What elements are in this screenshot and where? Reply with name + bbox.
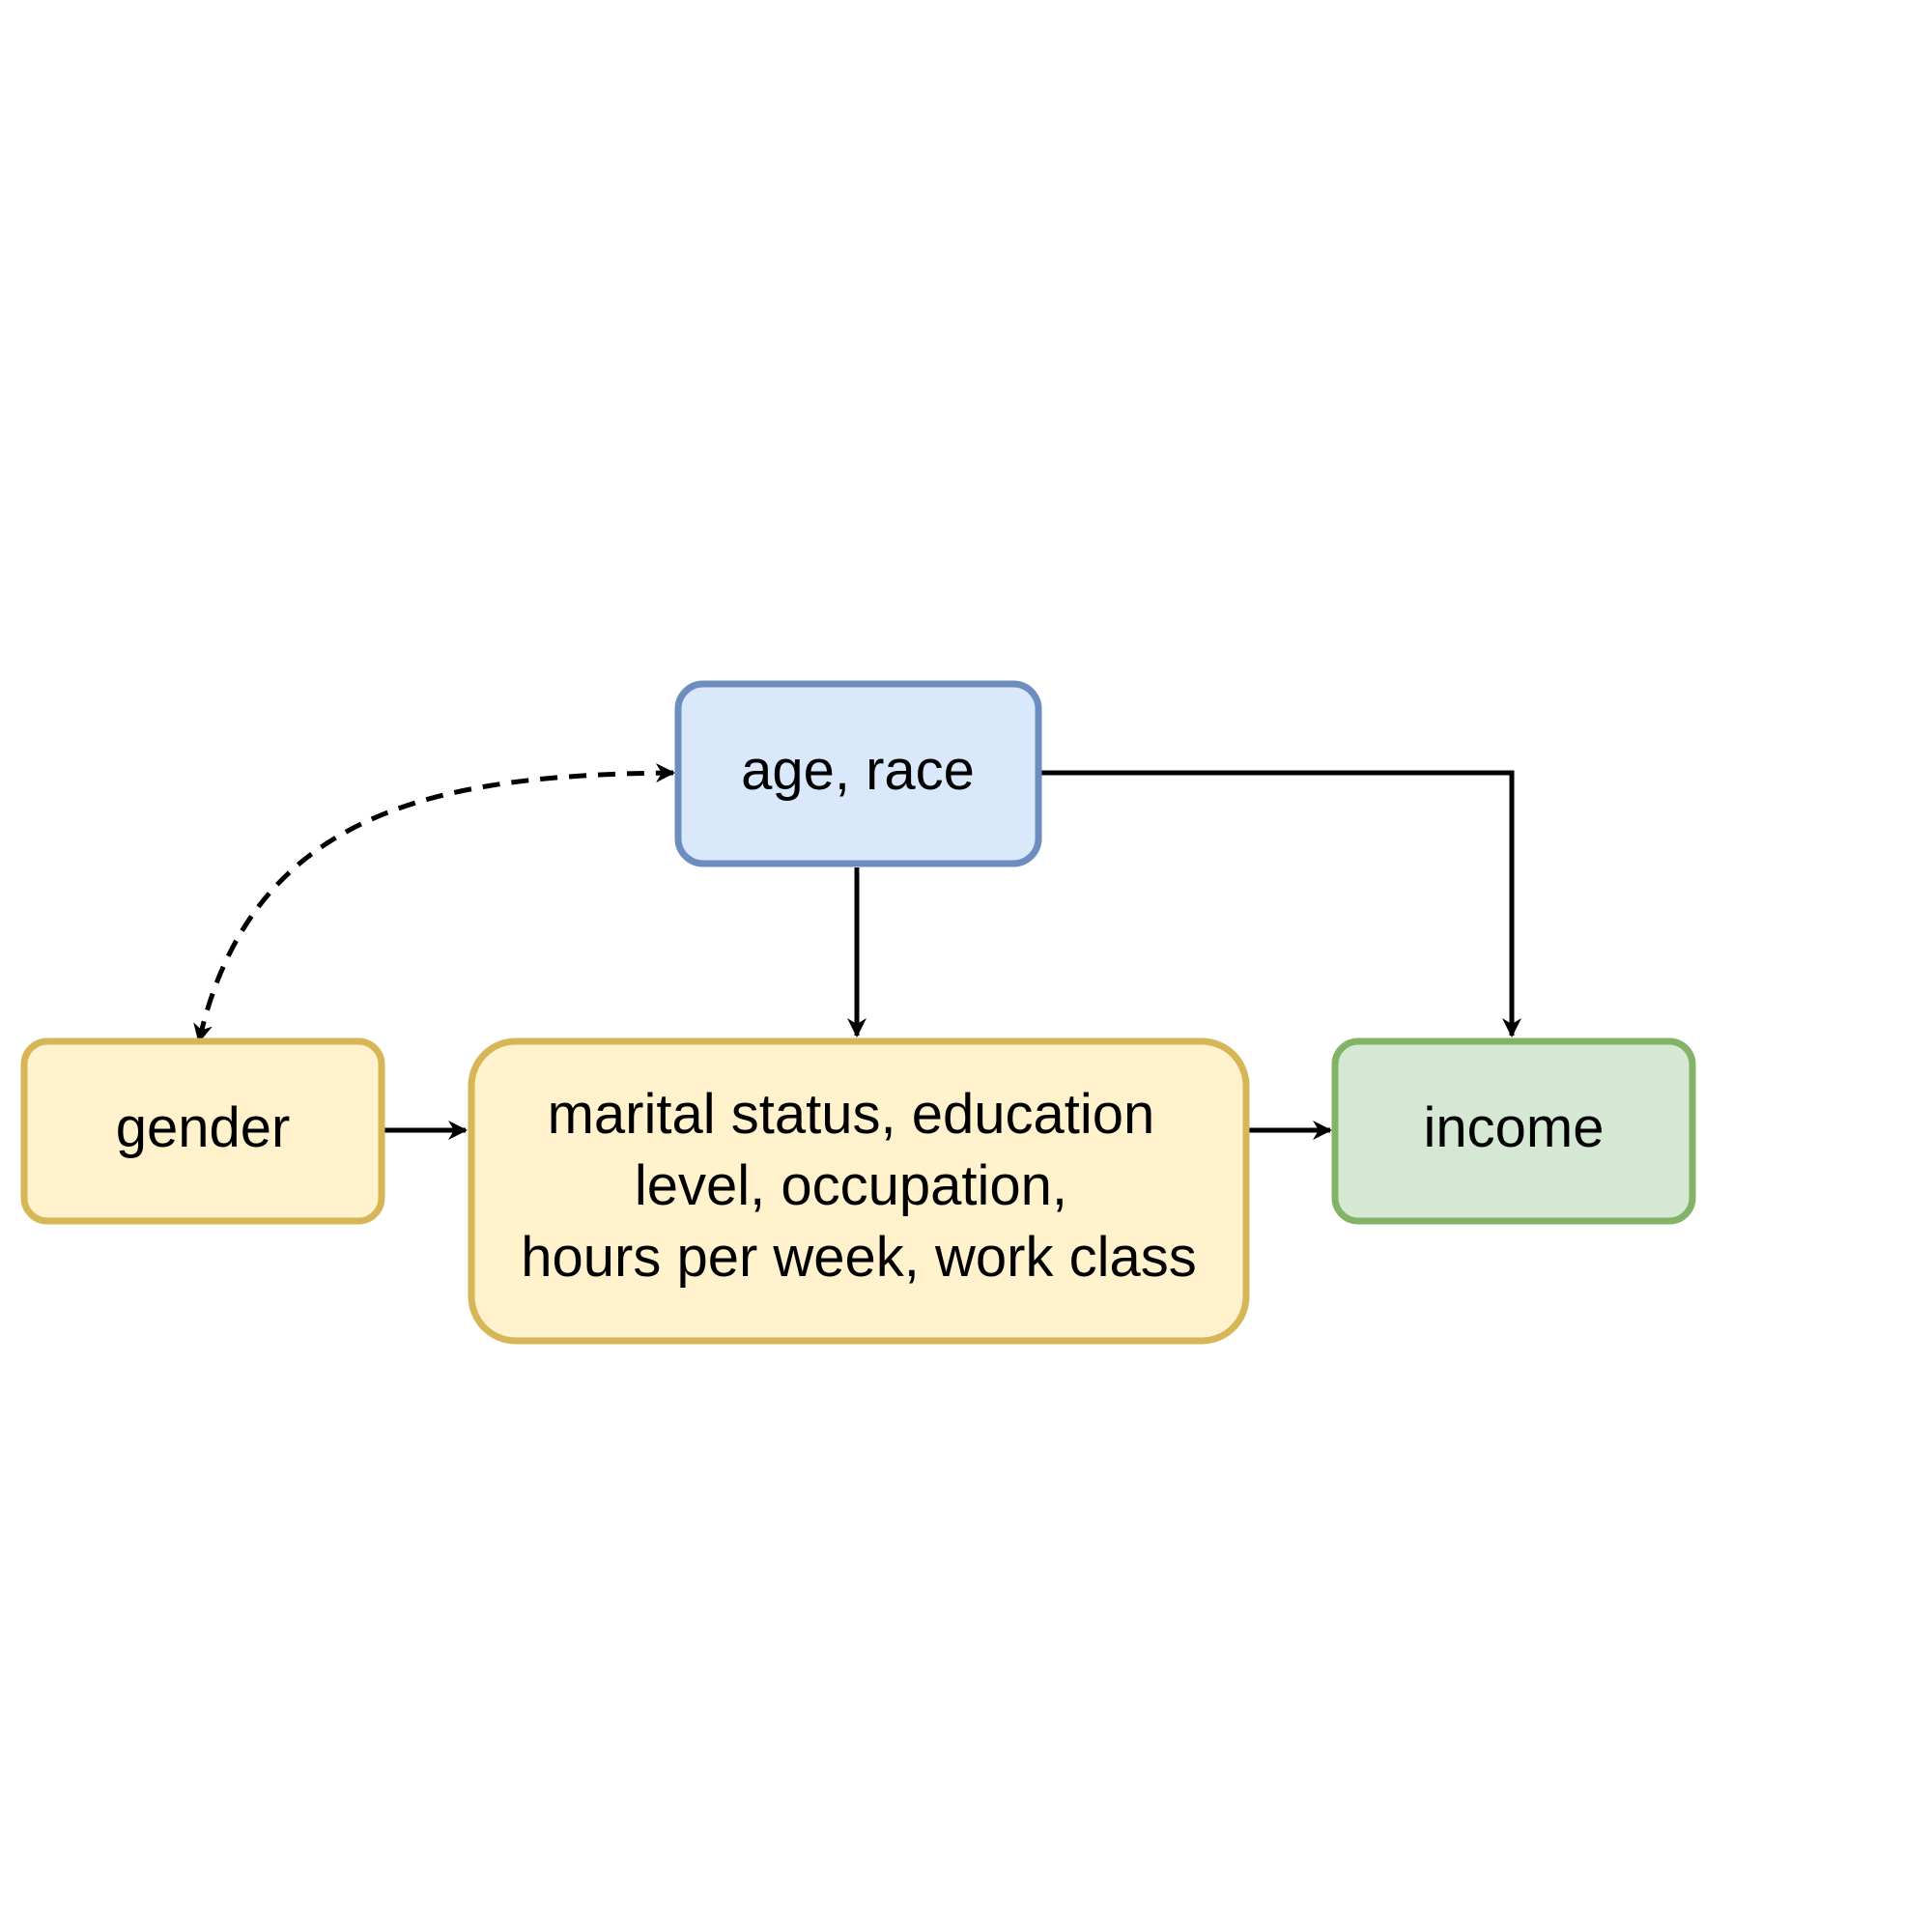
node-gender-label-line-1: gender <box>116 1096 291 1159</box>
node-mediators: marital status, education level, occupat… <box>468 1037 1250 1345</box>
node-mediators-label-line-1: marital status, education <box>548 1083 1155 1146</box>
node-mediators-box <box>468 1037 1250 1345</box>
node-mediators-label: marital status, education level, occupat… <box>521 1083 1196 1289</box>
node-age-race-label: age, race <box>741 739 975 802</box>
node-gender-label: gender <box>116 1096 291 1159</box>
node-gender-box <box>20 1037 385 1225</box>
edge-age-race-to-income <box>1038 770 1521 1037</box>
edge-age-race-gender-dashed <box>193 763 675 1043</box>
node-income-label: income <box>1424 1096 1605 1159</box>
node-age-race: age, race <box>674 680 1042 867</box>
edges <box>193 763 1521 1140</box>
node-age-race-box <box>674 680 1042 867</box>
node-mediators-label-line-2: level, occupation, <box>635 1154 1067 1217</box>
node-mediators-label-line-3: hours per week, work class <box>521 1226 1196 1289</box>
node-gender: gender <box>20 1037 385 1225</box>
node-income: income <box>1331 1037 1696 1225</box>
node-income-label-line-1: income <box>1424 1096 1605 1159</box>
node-income-box <box>1331 1037 1696 1225</box>
node-age-race-label-line-1: age, race <box>741 739 975 802</box>
